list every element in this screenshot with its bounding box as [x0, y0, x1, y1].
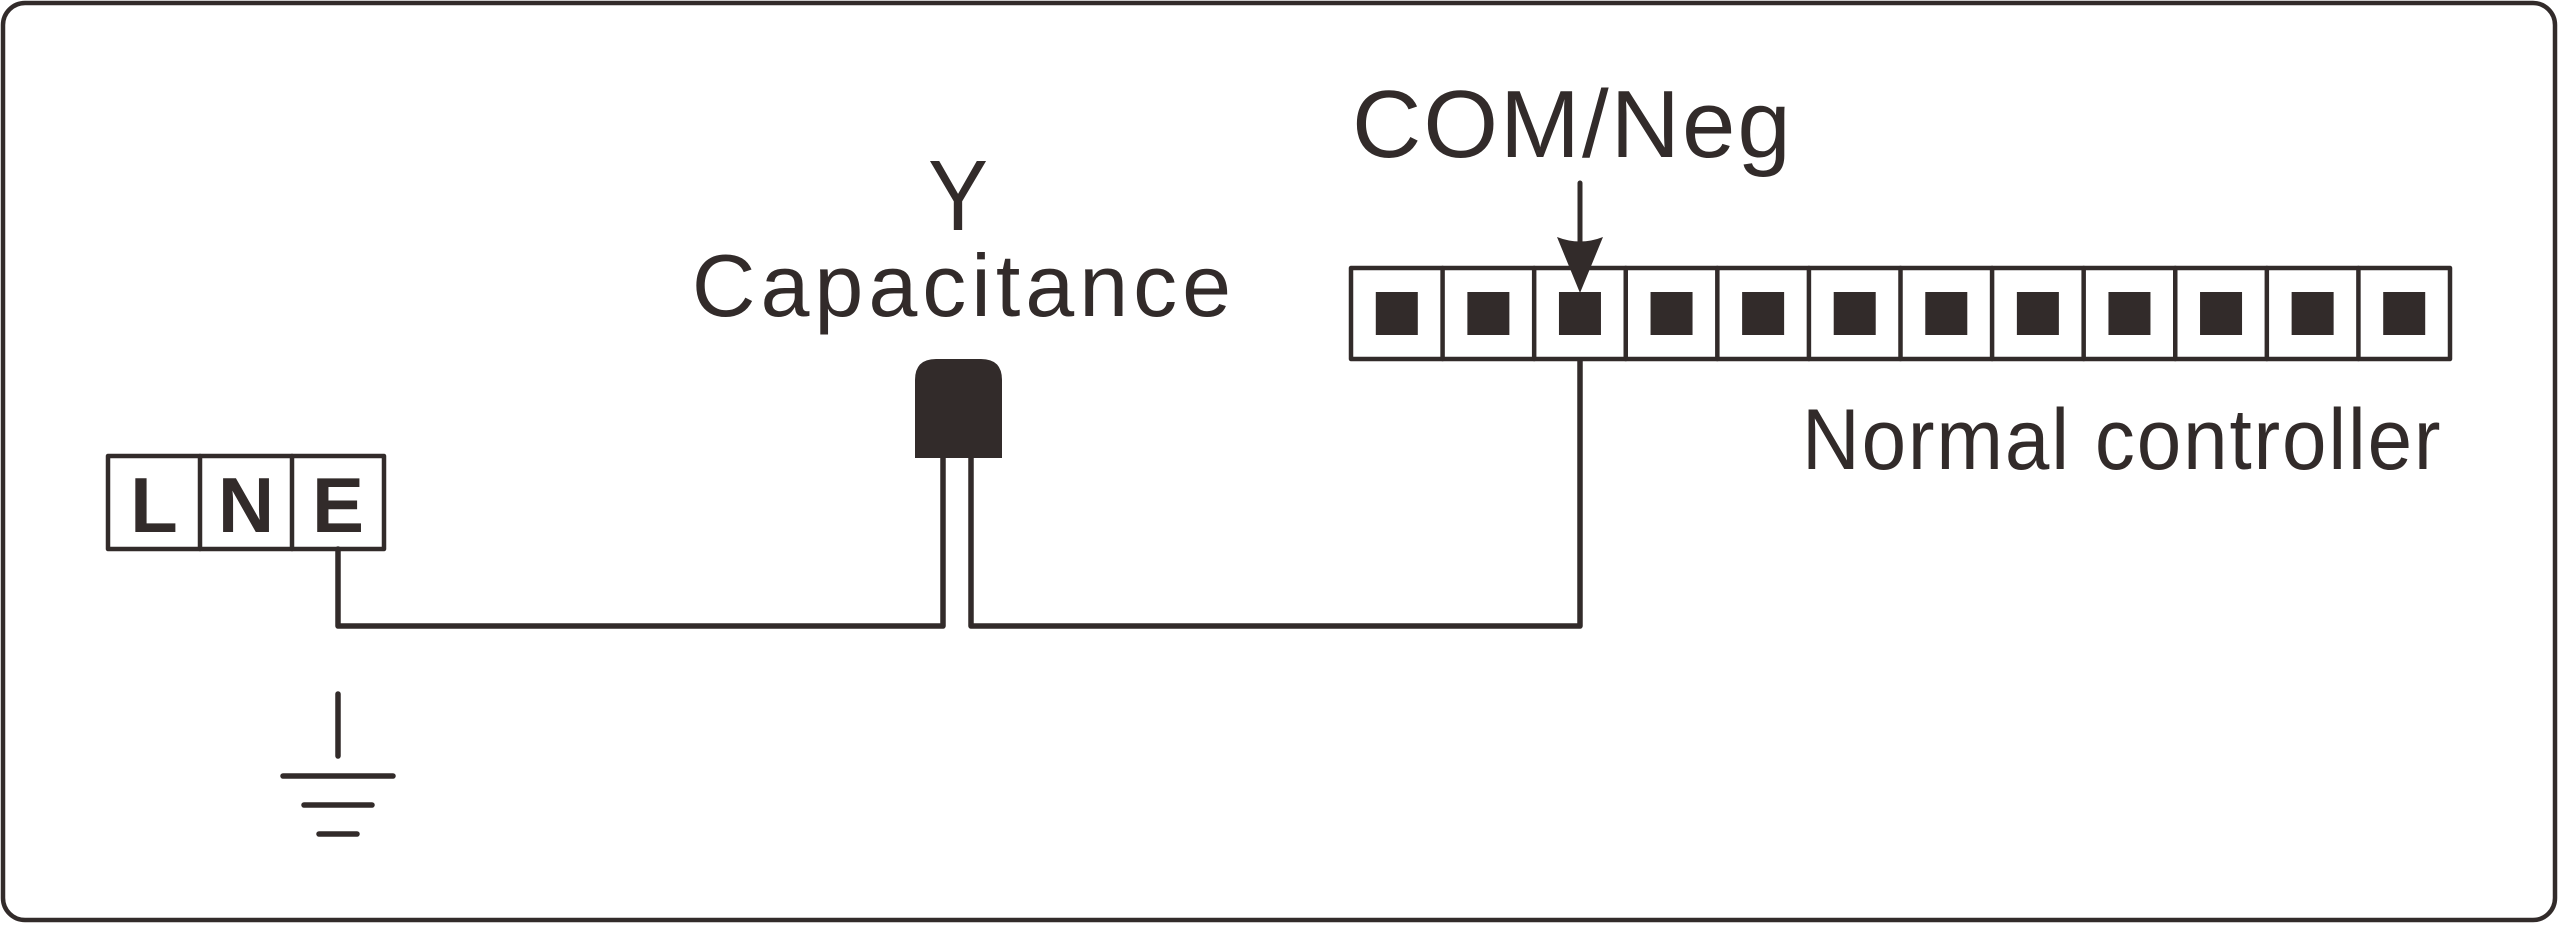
controller-terminal-com — [1558, 292, 1601, 335]
arrow-down-icon — [1557, 180, 1603, 293]
controller-terminal — [2291, 292, 2334, 335]
controller-terminal-strip — [1348, 265, 2453, 362]
wire-earth-to-capacitor — [335, 455, 946, 629]
controller-terminal — [2108, 292, 2151, 335]
power-terminal-block: L N E — [105, 453, 387, 552]
controller-terminal — [1375, 292, 1418, 335]
controller-terminal — [1833, 292, 1876, 335]
controller-terminal — [1467, 292, 1510, 335]
capacitor-title: Y — [928, 141, 988, 252]
terminal-label-e: E — [312, 461, 364, 549]
com-label: COM/Neg — [1352, 71, 1793, 178]
terminal-label-l: L — [130, 461, 178, 549]
controller-label: Normal controller — [1802, 391, 2442, 487]
controller-terminal — [1925, 292, 1968, 335]
capacitor-icon — [915, 359, 1002, 458]
controller-terminal — [2016, 292, 2059, 335]
controller-terminal — [2383, 292, 2426, 335]
controller-terminal — [2200, 292, 2243, 335]
wire-capacitor-to-com — [968, 357, 1583, 629]
controller-terminal — [1742, 292, 1785, 335]
terminal-label-n: N — [218, 461, 274, 549]
controller-terminal — [1650, 292, 1693, 335]
ground-icon — [280, 691, 396, 837]
capacitor-subtitle: Capacitance — [692, 236, 1236, 335]
power-terminal-frame — [105, 453, 387, 552]
